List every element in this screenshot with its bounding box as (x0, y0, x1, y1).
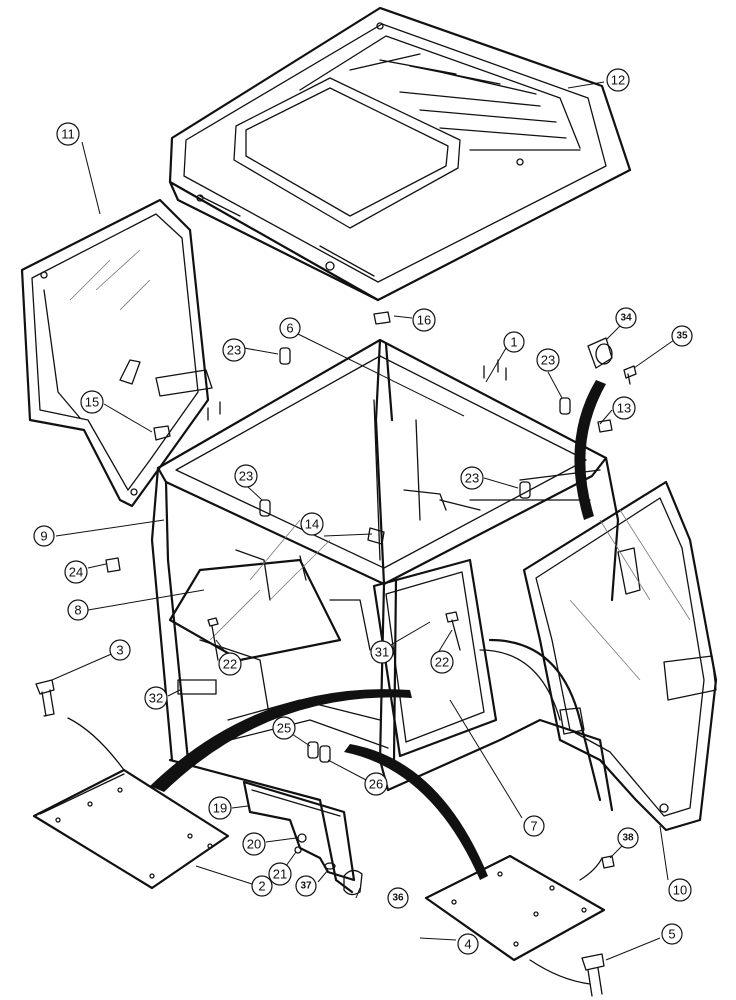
left-door (20, 198, 213, 508)
callout-label: 23 (465, 471, 479, 486)
callout-22a: 22 (218, 652, 242, 676)
callout-23a: 23 (222, 338, 246, 362)
callout-label: 2 (258, 879, 265, 894)
callout-35: 35 (671, 325, 693, 347)
callout-label: 7 (530, 819, 537, 834)
callout-23d: 23 (460, 466, 484, 490)
callout-36: 36 (387, 887, 409, 909)
callout-11: 11 (56, 122, 80, 146)
cover-plate (242, 780, 356, 882)
callout-25: 25 (272, 716, 296, 740)
callout-label: 21 (273, 867, 287, 882)
callout-label: 9 (40, 529, 47, 544)
callout-24: 24 (64, 560, 88, 584)
floor-plate-right (424, 854, 606, 962)
floor-plate-left (32, 768, 230, 890)
callout-label: 34 (620, 313, 632, 324)
callout-label: 1 (510, 335, 517, 350)
callout-9: 9 (33, 525, 55, 547)
callout-label: 32 (149, 691, 163, 706)
callout-23c: 23 (234, 464, 258, 488)
callout-label: 31 (375, 645, 389, 660)
callout-label: 38 (622, 833, 634, 844)
callout-label: 11 (61, 127, 75, 142)
callout-label: 4 (464, 937, 471, 952)
callout-13: 13 (612, 396, 636, 420)
callout-label: 10 (673, 883, 687, 898)
callout-label: 8 (74, 603, 81, 618)
callout-label: 6 (286, 321, 293, 336)
callout-31: 31 (370, 640, 394, 664)
callout-23b: 23 (536, 348, 560, 372)
callout-label: 16 (417, 313, 431, 328)
callout-label: 36 (392, 893, 404, 904)
callout-label: 24 (69, 565, 83, 580)
seal-strips (67, 380, 606, 985)
callout-1: 1 (503, 331, 525, 353)
callout-19: 19 (208, 796, 232, 820)
callout-15: 15 (80, 390, 104, 414)
callout-6: 6 (279, 317, 301, 339)
callout-label: 13 (617, 401, 631, 416)
callout-label: 14 (305, 517, 319, 532)
callout-label: 15 (85, 395, 99, 410)
callout-34: 34 (615, 307, 637, 329)
callout-label: 25 (277, 721, 291, 736)
callout-26: 26 (364, 772, 388, 796)
callout-label: 20 (247, 837, 261, 852)
callout-label: 12 (611, 73, 625, 88)
callout-4: 4 (457, 933, 479, 955)
callout-5: 5 (661, 923, 683, 945)
hardware (35, 311, 637, 997)
callout-20: 20 (242, 832, 266, 856)
callout-3: 3 (109, 639, 131, 661)
callout-22b: 22 (430, 650, 454, 674)
callout-8: 8 (67, 599, 89, 621)
roof-panel (168, 6, 632, 302)
callout-label: 35 (676, 331, 688, 342)
callout-label: 23 (541, 353, 555, 368)
callout-38: 38 (617, 827, 639, 849)
callout-21: 21 (268, 862, 292, 886)
callout-2: 2 (251, 875, 273, 897)
callout-label: 3 (116, 643, 123, 658)
callout-label: 23 (227, 343, 241, 358)
callout-label: 22 (223, 657, 237, 672)
callout-label: 22 (435, 655, 449, 670)
callouts: 1 2 3 4 5 6 7 8 9 10 11 12 13 14 15 16 1… (33, 68, 693, 955)
callout-10: 10 (668, 878, 692, 902)
callout-37: 37 (295, 875, 317, 897)
callout-32: 32 (144, 686, 168, 710)
callout-16: 16 (412, 308, 436, 332)
callout-12: 12 (606, 68, 630, 92)
callout-label: 23 (239, 469, 253, 484)
callout-label: 26 (369, 777, 383, 792)
callout-14: 14 (300, 512, 324, 536)
callout-label: 37 (300, 881, 312, 892)
callout-label: 5 (668, 927, 675, 942)
callout-label: 19 (213, 801, 227, 816)
right-door (522, 480, 718, 832)
leader-lines (51, 81, 675, 961)
callout-7: 7 (523, 815, 545, 837)
